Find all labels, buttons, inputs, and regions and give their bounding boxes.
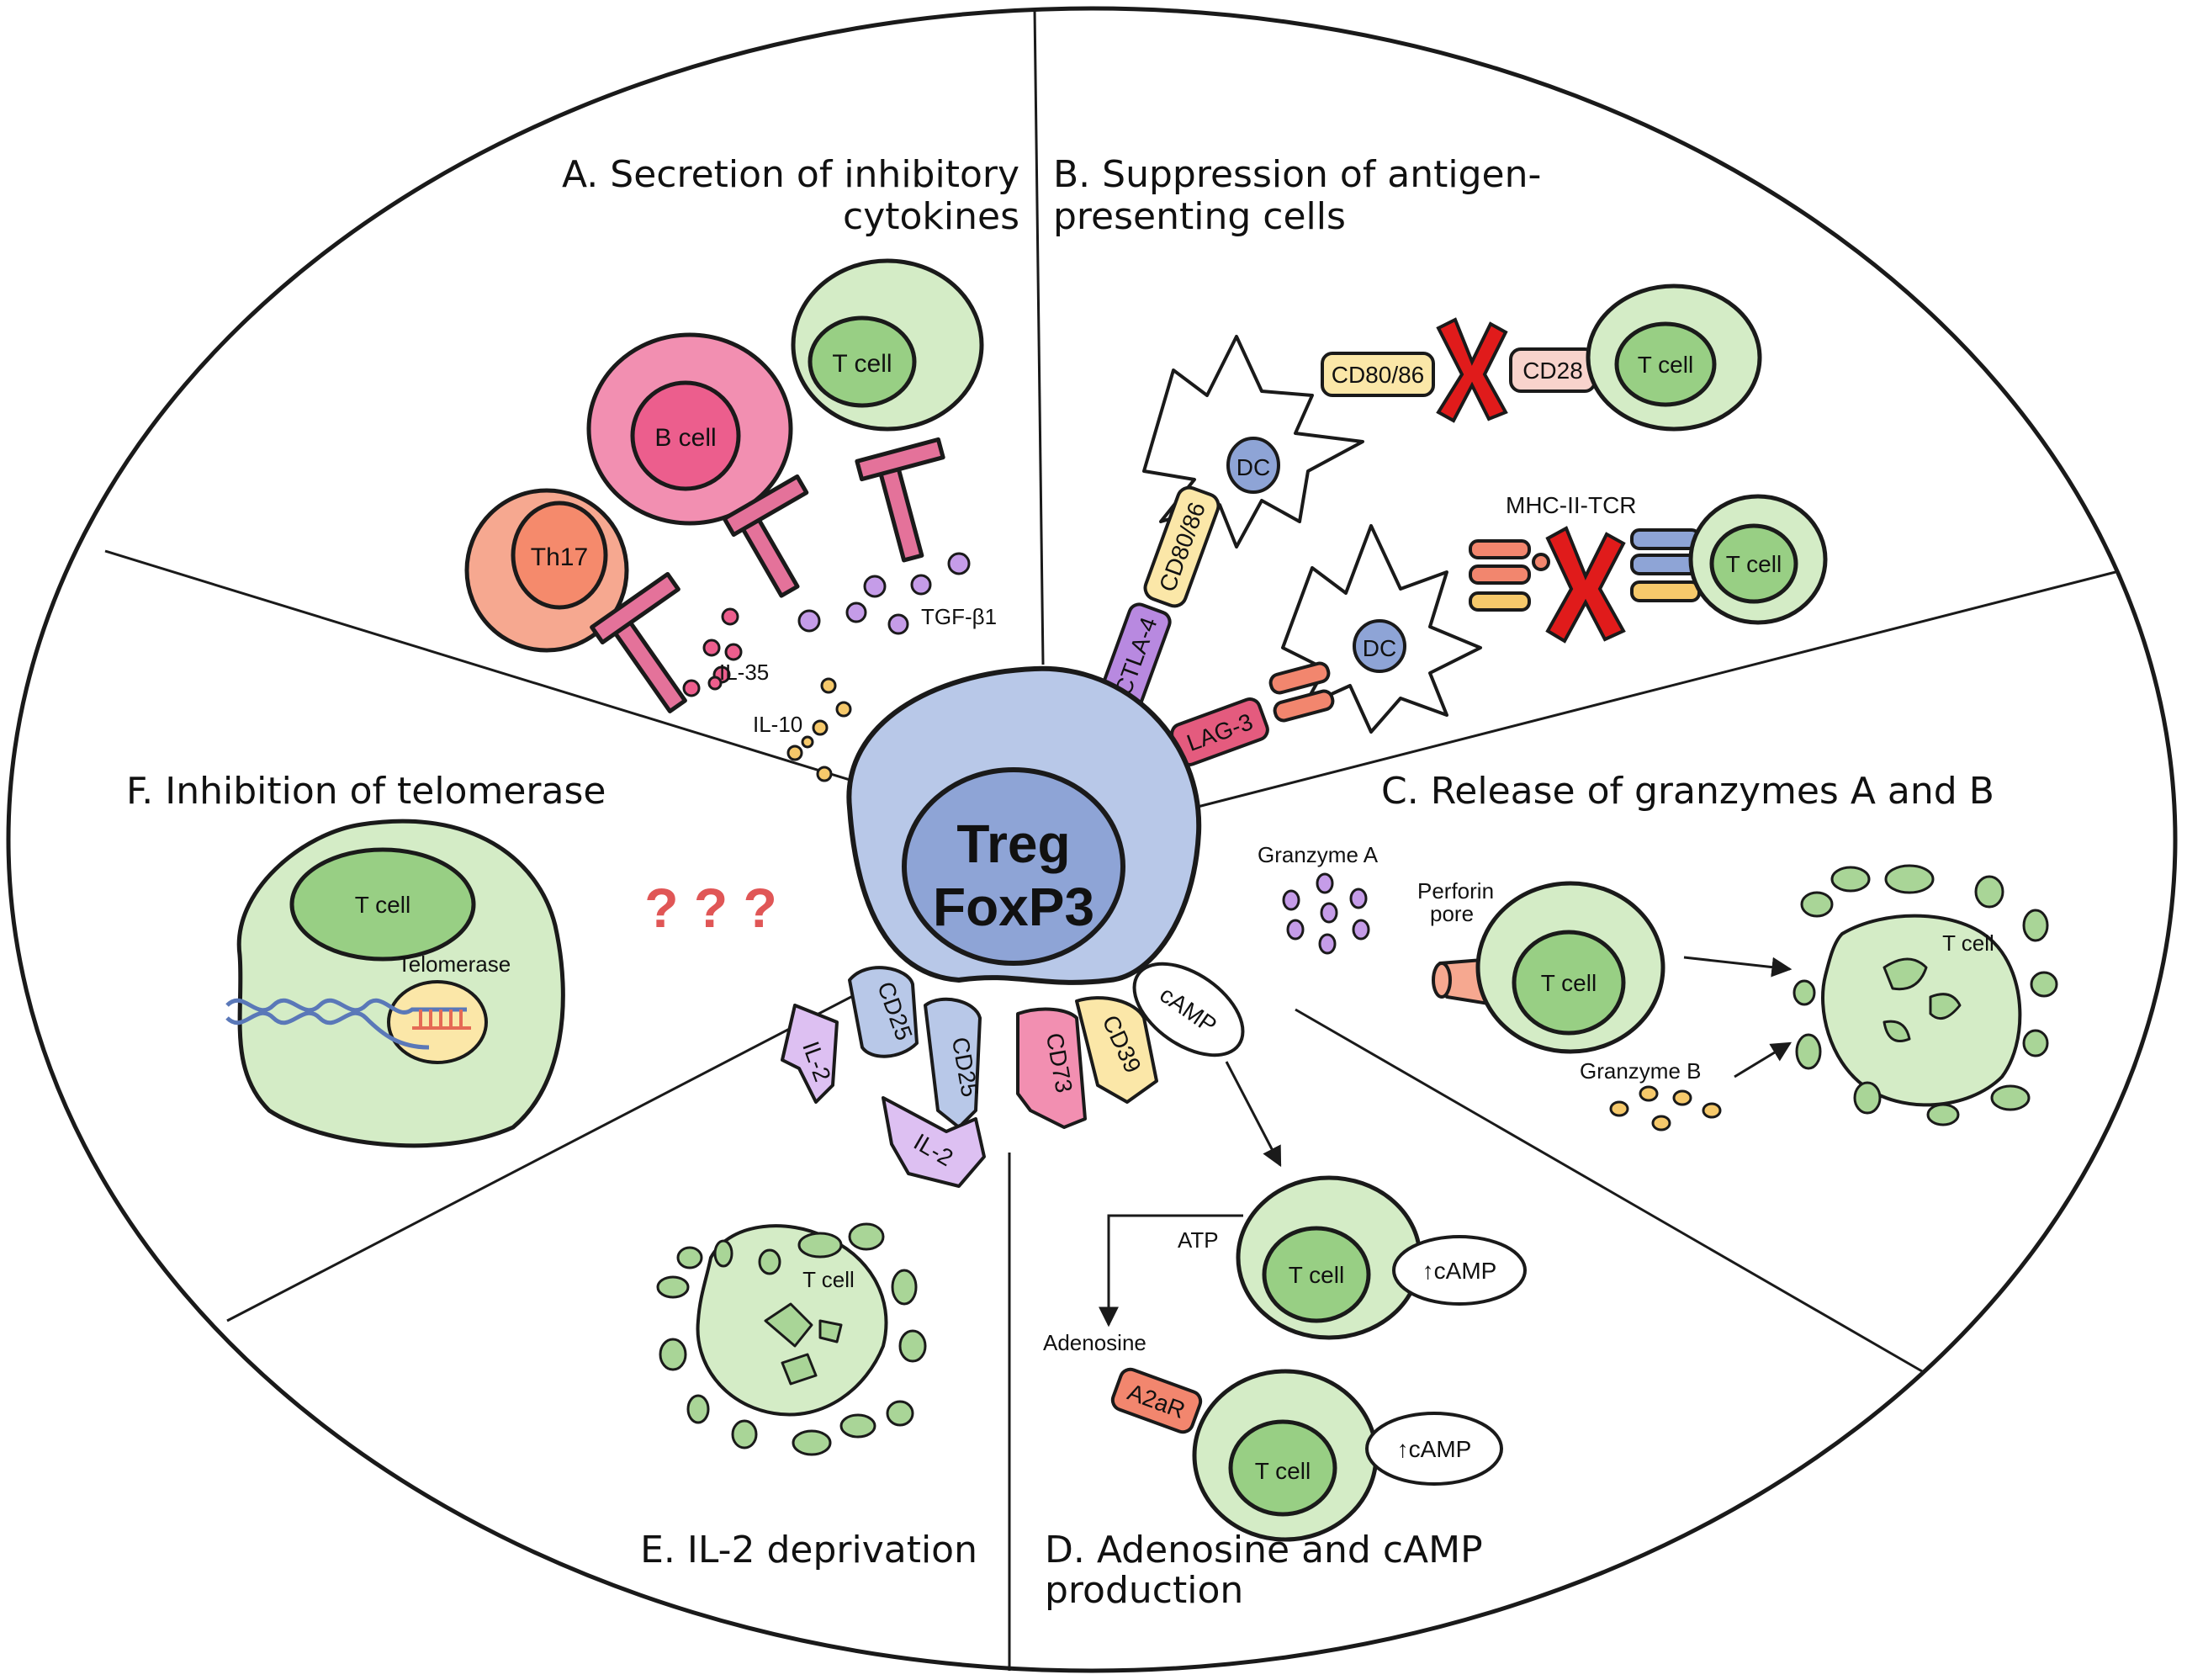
perforin-label: Perforin pore xyxy=(1417,878,1494,926)
svg-text:T cell: T cell xyxy=(1541,970,1597,996)
svg-text:T cell: T cell xyxy=(1726,551,1782,577)
il35-label: IL-35 xyxy=(719,660,769,685)
svg-text:Treg: Treg xyxy=(956,814,1070,874)
svg-text:CD28: CD28 xyxy=(1522,358,1583,384)
panel-b-title: B. Suppression of antigen- presenting ce… xyxy=(1053,153,1541,238)
cd80-86-upper: CD80/86 xyxy=(1321,352,1435,397)
svg-text:B. Suppression of antigen-: B. Suppression of antigen- xyxy=(1053,153,1541,196)
cd28: CD28 xyxy=(1509,347,1597,393)
divider-cd xyxy=(1295,1008,1923,1373)
tcr-bars xyxy=(1630,528,1701,602)
t-cell-b1: T cell xyxy=(1586,284,1762,432)
panel-a-title: A. Secretion of inhibitory cytokines xyxy=(562,153,1019,238)
up-camp-2: ↑cAMP xyxy=(1365,1412,1503,1486)
up-camp-1: ↑cAMP xyxy=(1392,1235,1527,1306)
b-cell: B cell xyxy=(586,332,793,526)
svg-text:T cell: T cell xyxy=(1942,930,1994,956)
panel-d-title: D. Adenosine and cAMP production xyxy=(1045,1529,1483,1612)
cd25-il2-left: IL-2 CD25 xyxy=(781,966,919,1104)
a2ar: A2aR xyxy=(1110,1367,1203,1434)
camp-secreted: cAMP xyxy=(1132,962,1245,1057)
svg-text:cytokines: cytokines xyxy=(843,195,1019,238)
panel-f-title: F. Inhibition of telomerase xyxy=(126,770,606,813)
receptor-th17 xyxy=(590,571,687,713)
svg-text:Telomerase: Telomerase xyxy=(398,951,511,977)
apoptotic-t-cell-c: T cell xyxy=(1792,864,2058,1126)
svg-text:B cell: B cell xyxy=(654,424,716,452)
svg-text:DC: DC xyxy=(1363,635,1396,661)
divider-bc xyxy=(1194,570,2116,809)
receptor-b-cell xyxy=(722,474,809,598)
atp-label: ATP xyxy=(1178,1227,1219,1253)
svg-text:FoxP3: FoxP3 xyxy=(933,877,1094,937)
cd73: CD73 xyxy=(1016,1007,1087,1129)
t-cell-c: T cell xyxy=(1475,881,1665,1054)
divider-ef xyxy=(226,974,892,1322)
svg-text:presenting cells: presenting cells xyxy=(1053,195,1346,238)
svg-text:T cell: T cell xyxy=(1289,1262,1344,1288)
mhc-tcr-label: MHC-II-TCR xyxy=(1506,492,1637,518)
t-cell-d2: T cell xyxy=(1192,1369,1379,1542)
svg-text:↑cAMP: ↑cAMP xyxy=(1397,1436,1472,1462)
granzyme-b-dots xyxy=(1609,1085,1722,1131)
svg-text:A. Secretion of inhibitory: A. Secretion of inhibitory xyxy=(562,153,1019,196)
cd39: CD39 xyxy=(1075,996,1158,1104)
svg-text:T cell: T cell xyxy=(1638,352,1693,378)
arrow-atp-adenosine xyxy=(1099,1214,1243,1328)
svg-text:T cell: T cell xyxy=(355,892,410,918)
granzyme-a-label: Granzyme A xyxy=(1258,842,1379,867)
outer-ellipse xyxy=(6,6,2178,1673)
treg-cell: Treg FoxP3 xyxy=(846,665,1202,985)
il10-label: IL-10 xyxy=(753,712,802,737)
tgfb1-label: TGF-β1 xyxy=(921,604,997,629)
x-mark-upper xyxy=(1436,317,1508,423)
svg-text:Th17: Th17 xyxy=(531,543,588,571)
t-cell-d1: T cell xyxy=(1236,1175,1422,1340)
svg-text:↑cAMP: ↑cAMP xyxy=(1422,1258,1497,1284)
svg-text:DC: DC xyxy=(1236,454,1270,480)
mhc-tcr-bars-lower xyxy=(1268,661,1335,723)
svg-text:T cell: T cell xyxy=(1255,1458,1311,1484)
dc-2: DC xyxy=(1281,524,1482,734)
svg-text:pore: pore xyxy=(1430,901,1474,926)
svg-text:T cell: T cell xyxy=(802,1267,855,1292)
divider-af xyxy=(104,549,859,784)
arrow-t-cell-to-apoptotic xyxy=(1683,956,1792,978)
t-cell-a: T cell xyxy=(791,258,984,432)
question-marks: ? ? ? xyxy=(644,877,777,939)
receptor-t-cell xyxy=(855,437,945,563)
arrow-camp xyxy=(1225,1061,1282,1168)
svg-text:production: production xyxy=(1045,1569,1243,1612)
t-cell-f: T cell Telomerase xyxy=(225,819,565,1148)
panel-e-title: E. IL-2 deprivation xyxy=(640,1529,977,1571)
divider-ab xyxy=(1033,8,1045,665)
t-cell-b2: T cell xyxy=(1688,494,1828,625)
cd80-86-lower: CD80/86 xyxy=(1143,485,1221,608)
il10-dots xyxy=(786,677,852,782)
svg-text:T cell: T cell xyxy=(832,350,892,378)
granzyme-a-dots xyxy=(1282,872,1370,955)
adenosine-label: Adenosine xyxy=(1043,1330,1146,1355)
apoptotic-t-cell-e: T cell xyxy=(656,1222,927,1456)
mhc-bars xyxy=(1469,539,1550,612)
tgfb1-dots xyxy=(797,552,971,635)
th17-cell: Th17 xyxy=(464,488,629,653)
il35-dots xyxy=(682,607,743,697)
granzyme-b-label: Granzyme B xyxy=(1580,1058,1702,1084)
svg-text:CD80/86: CD80/86 xyxy=(1332,362,1425,388)
cd25-il2-right: CD25 IL-2 xyxy=(882,997,986,1188)
svg-text:Perforin: Perforin xyxy=(1417,878,1494,904)
x-mark-lower xyxy=(1545,526,1626,644)
arrow-granzyme-b xyxy=(1734,1041,1792,1078)
panel-c-title: C. Release of granzymes A and B xyxy=(1381,770,1994,813)
dna-helix xyxy=(225,998,467,1015)
